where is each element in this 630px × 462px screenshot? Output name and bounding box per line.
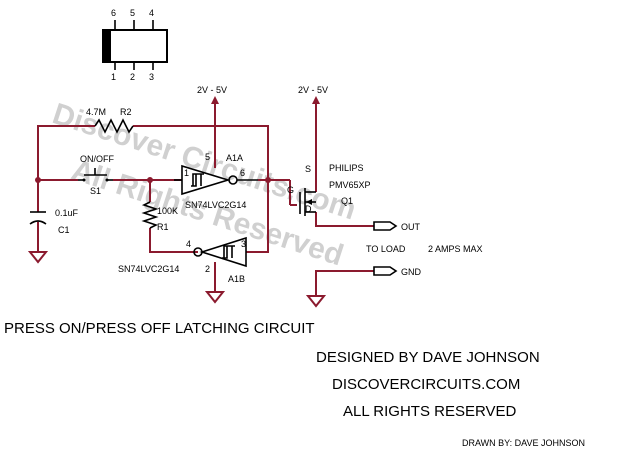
designed-by: DESIGNED BY DAVE JOHNSON [316,349,540,366]
out-connector-icon [373,221,398,231]
max-label: 2 AMPS MAX [428,244,483,254]
r1-value: 100K [157,206,178,216]
mosfet-name: Q1 [341,196,353,206]
cap-value: 0.1uF [55,208,79,218]
mosfet-d: D [305,204,312,214]
a1b-pin-in: 3 [241,239,246,249]
mosfet-part: PMV65XP [329,180,371,190]
supply-arrow-icon [211,96,320,104]
resistor-r1-icon [141,201,159,229]
out-label: OUT [401,222,421,232]
supply-label-left: 2V - 5V [197,85,227,95]
pkg-pin-4: 4 [149,8,154,18]
a1b-pin-gnd: 2 [205,264,210,274]
gnd-label: GND [401,267,422,277]
mosfet-icon [299,188,316,216]
a1a-pin-in: 1 [184,168,189,178]
a1b-part: SN74LVC2G14 [118,264,179,274]
a1a-part: SN74LVC2G14 [185,200,246,210]
ic-package-icon: 6 5 4 1 2 3 [102,8,168,82]
supply-label-right: 2V - 5V [298,85,328,95]
inverter-a1a-icon [174,164,258,196]
wires [37,98,374,296]
mosfet-brand: PHILIPS [329,163,364,173]
r2-name: R2 [120,107,132,117]
mosfet-g: G [287,185,294,195]
rights-text: ALL RIGHTS RESERVED [343,403,517,420]
pkg-pin-3: 3 [149,72,154,82]
switch-name: S1 [90,186,101,196]
pkg-pin-2: 2 [130,72,135,82]
r1-name: R1 [157,222,169,232]
switch-type: ON/OFF [80,154,114,164]
watermark: Discover Circuits.com All Rights Reserve… [49,97,360,272]
inverter-a1b-icon [193,236,247,268]
circuit-title: PRESS ON/PRESS OFF LATCHING CIRCUIT [4,320,315,337]
r2-value: 4.7M [86,107,106,117]
ground-icon [27,251,327,308]
a1b-pin-out: 4 [186,239,191,249]
a1a-name: A1A [226,153,243,163]
site-name: DISCOVERCIRCUITS.COM [332,376,520,393]
switch-icon [78,168,113,182]
load-label: TO LOAD [366,244,406,254]
a1a-pin-out: 6 [240,168,245,178]
drawn-by: DRAWN BY: DAVE JOHNSON [462,438,585,448]
cap-name: C1 [58,225,70,235]
capacitor-icon [29,211,47,225]
pkg-pin-6: 6 [111,8,116,18]
gnd-connector-icon [373,266,398,276]
pkg-pin-5: 5 [130,8,135,18]
pkg-pin-1: 1 [111,72,116,82]
resistor-r2-icon [94,118,134,134]
a1a-pin-vcc: 5 [205,152,210,162]
junctions [35,177,271,183]
mosfet-s: S [305,164,311,174]
a1b-name: A1B [228,274,245,284]
